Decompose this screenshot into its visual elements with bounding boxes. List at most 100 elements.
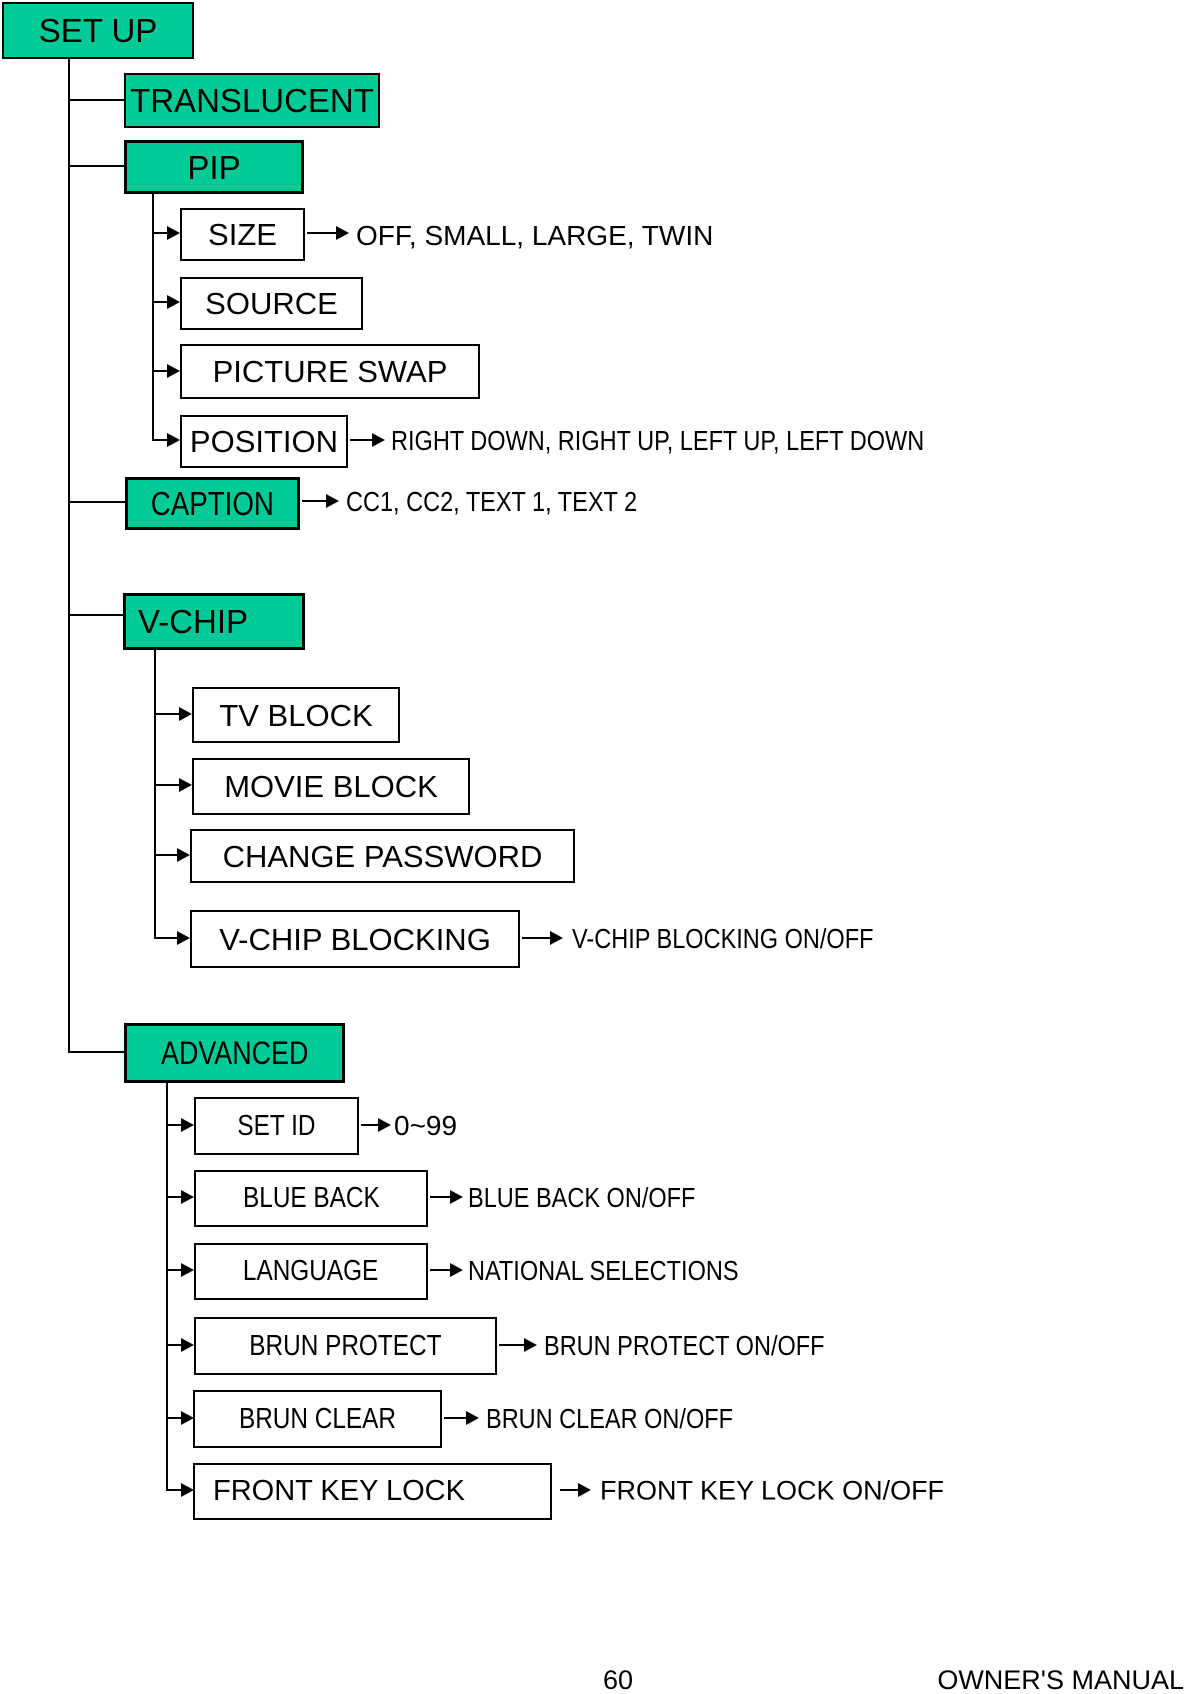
node-brun-protect-label: BRUN PROTECT	[249, 1329, 442, 1362]
arrow-right-icon	[181, 1483, 194, 1497]
arrow-right-icon	[167, 295, 180, 309]
arrow-right-icon	[181, 1411, 194, 1425]
arrow-right-icon	[177, 848, 190, 862]
node-caption-label: CAPTION	[150, 485, 275, 522]
page-number: 60	[603, 1665, 634, 1694]
arrow-right-icon	[450, 1263, 463, 1277]
arrow-right-icon	[336, 226, 349, 240]
connector-movie-block	[156, 784, 179, 786]
arrow-right-icon	[181, 1118, 194, 1132]
arrow-right-icon	[181, 1263, 194, 1277]
node-pip-label: PIP	[187, 148, 241, 186]
node-translucent-label: TRANSLUCENT	[130, 82, 374, 119]
connector-vchip-blocking-options	[522, 937, 550, 939]
node-set-id: SET ID	[194, 1097, 359, 1155]
node-size-label: SIZE	[208, 217, 277, 252]
connector-language	[168, 1269, 181, 1271]
node-front-key-lock: FRONT KEY LOCK	[193, 1463, 552, 1520]
node-change-password-label: CHANGE PASSWORD	[222, 838, 543, 874]
node-change-password: CHANGE PASSWORD	[190, 829, 575, 883]
connector-vchip-blocking	[156, 937, 177, 939]
node-brun-protect: BRUN PROTECT	[194, 1317, 497, 1375]
node-language-label: LANGUAGE	[243, 1255, 379, 1287]
arrow-right-icon	[450, 1190, 463, 1204]
node-size: SIZE	[180, 208, 305, 261]
node-source: SOURCE	[180, 277, 363, 330]
arrow-right-icon	[550, 931, 563, 945]
node-language: LANGUAGE	[194, 1243, 428, 1300]
arrow-right-icon	[378, 1118, 391, 1132]
options-blue-back: BLUE BACK ON/OFF	[468, 1182, 696, 1213]
options-brun-protect: BRUN PROTECT ON/OFF	[544, 1330, 825, 1361]
arrow-right-icon	[181, 1190, 194, 1204]
node-set-up-label: SET UP	[38, 12, 158, 49]
arrow-right-icon	[326, 494, 339, 508]
node-advanced-label: ADVANCED	[160, 1035, 309, 1071]
node-advanced: ADVANCED	[124, 1023, 345, 1083]
connector-front-key-lock-options	[560, 1489, 578, 1491]
arrow-right-icon	[181, 1338, 194, 1352]
connector-advanced-rail	[166, 1083, 168, 1491]
node-brun-clear-label: BRUN CLEAR	[238, 1402, 397, 1435]
arrow-right-icon	[167, 364, 180, 378]
connector-branch-caption	[68, 501, 125, 503]
node-picture-swap: PICTURE SWAP	[180, 344, 480, 399]
node-brun-clear: BRUN CLEAR	[193, 1390, 442, 1448]
connector-change-password	[156, 854, 177, 856]
connector-source	[154, 301, 168, 303]
connector-branch-advanced	[68, 1051, 124, 1053]
connector-size	[154, 232, 168, 234]
connector-position	[154, 439, 168, 441]
connector-blue-back	[168, 1196, 181, 1198]
connector-brun-clear	[168, 1417, 181, 1419]
connector-branch-translucent	[68, 99, 124, 101]
node-caption: CAPTION	[125, 477, 300, 530]
node-set-id-label: SET ID	[237, 1109, 316, 1142]
connector-set-id	[168, 1124, 181, 1126]
node-vchip-blocking-label: V-CHIP BLOCKING	[219, 921, 491, 957]
connector-vchip-rail	[154, 650, 156, 939]
node-v-chip: V-CHIP	[123, 593, 305, 650]
manual-title: OWNER'S MANUAL	[937, 1665, 1184, 1694]
options-vchip-blocking: V-CHIP BLOCKING ON/OFF	[572, 923, 874, 954]
node-source-label: SOURCE	[205, 286, 338, 321]
options-set-id: 0~99	[394, 1110, 458, 1141]
node-picture-swap-label: PICTURE SWAP	[212, 354, 448, 389]
node-movie-block-label: MOVIE BLOCK	[224, 769, 438, 804]
connector-front-key-lock	[168, 1489, 181, 1491]
arrow-right-icon	[177, 931, 190, 945]
options-language: NATIONAL SELECTIONS	[468, 1255, 739, 1286]
connector-picture-swap	[154, 370, 168, 372]
connector-tv-block	[156, 713, 179, 715]
connector-language-options	[430, 1269, 450, 1271]
connector-brun-clear-options	[444, 1417, 466, 1419]
arrow-right-icon	[167, 433, 180, 447]
connector-caption-options	[302, 500, 326, 502]
connector-size-options	[307, 232, 336, 234]
node-set-up: SET UP	[2, 2, 194, 59]
arrow-right-icon	[179, 778, 192, 792]
node-translucent: TRANSLUCENT	[124, 73, 380, 128]
connector-position-options	[350, 439, 372, 441]
connector-brun-protect	[168, 1344, 181, 1346]
node-vchip-blocking: V-CHIP BLOCKING	[190, 910, 520, 968]
node-tv-block-label: TV BLOCK	[219, 697, 373, 733]
options-caption: CC1, CC2, TEXT 1, TEXT 2	[346, 486, 638, 517]
node-v-chip-label: V-CHIP	[138, 603, 249, 640]
arrow-right-icon	[179, 707, 192, 721]
connector-main-trunk	[68, 59, 70, 1053]
node-tv-block: TV BLOCK	[192, 687, 400, 743]
node-blue-back: BLUE BACK	[194, 1170, 428, 1227]
arrow-right-icon	[524, 1338, 537, 1352]
connector-branch-vchip	[68, 614, 123, 616]
connector-branch-pip	[68, 165, 124, 167]
arrow-right-icon	[167, 226, 180, 240]
node-blue-back-label: BLUE BACK	[242, 1182, 380, 1214]
connector-pip-rail	[152, 194, 154, 441]
connector-brun-protect-options	[499, 1344, 524, 1346]
node-front-key-lock-label: FRONT KEY LOCK	[213, 1475, 465, 1507]
node-pip: PIP	[124, 140, 304, 194]
node-movie-block: MOVIE BLOCK	[192, 758, 470, 815]
options-size: OFF, SMALL, LARGE, TWIN	[356, 220, 714, 251]
